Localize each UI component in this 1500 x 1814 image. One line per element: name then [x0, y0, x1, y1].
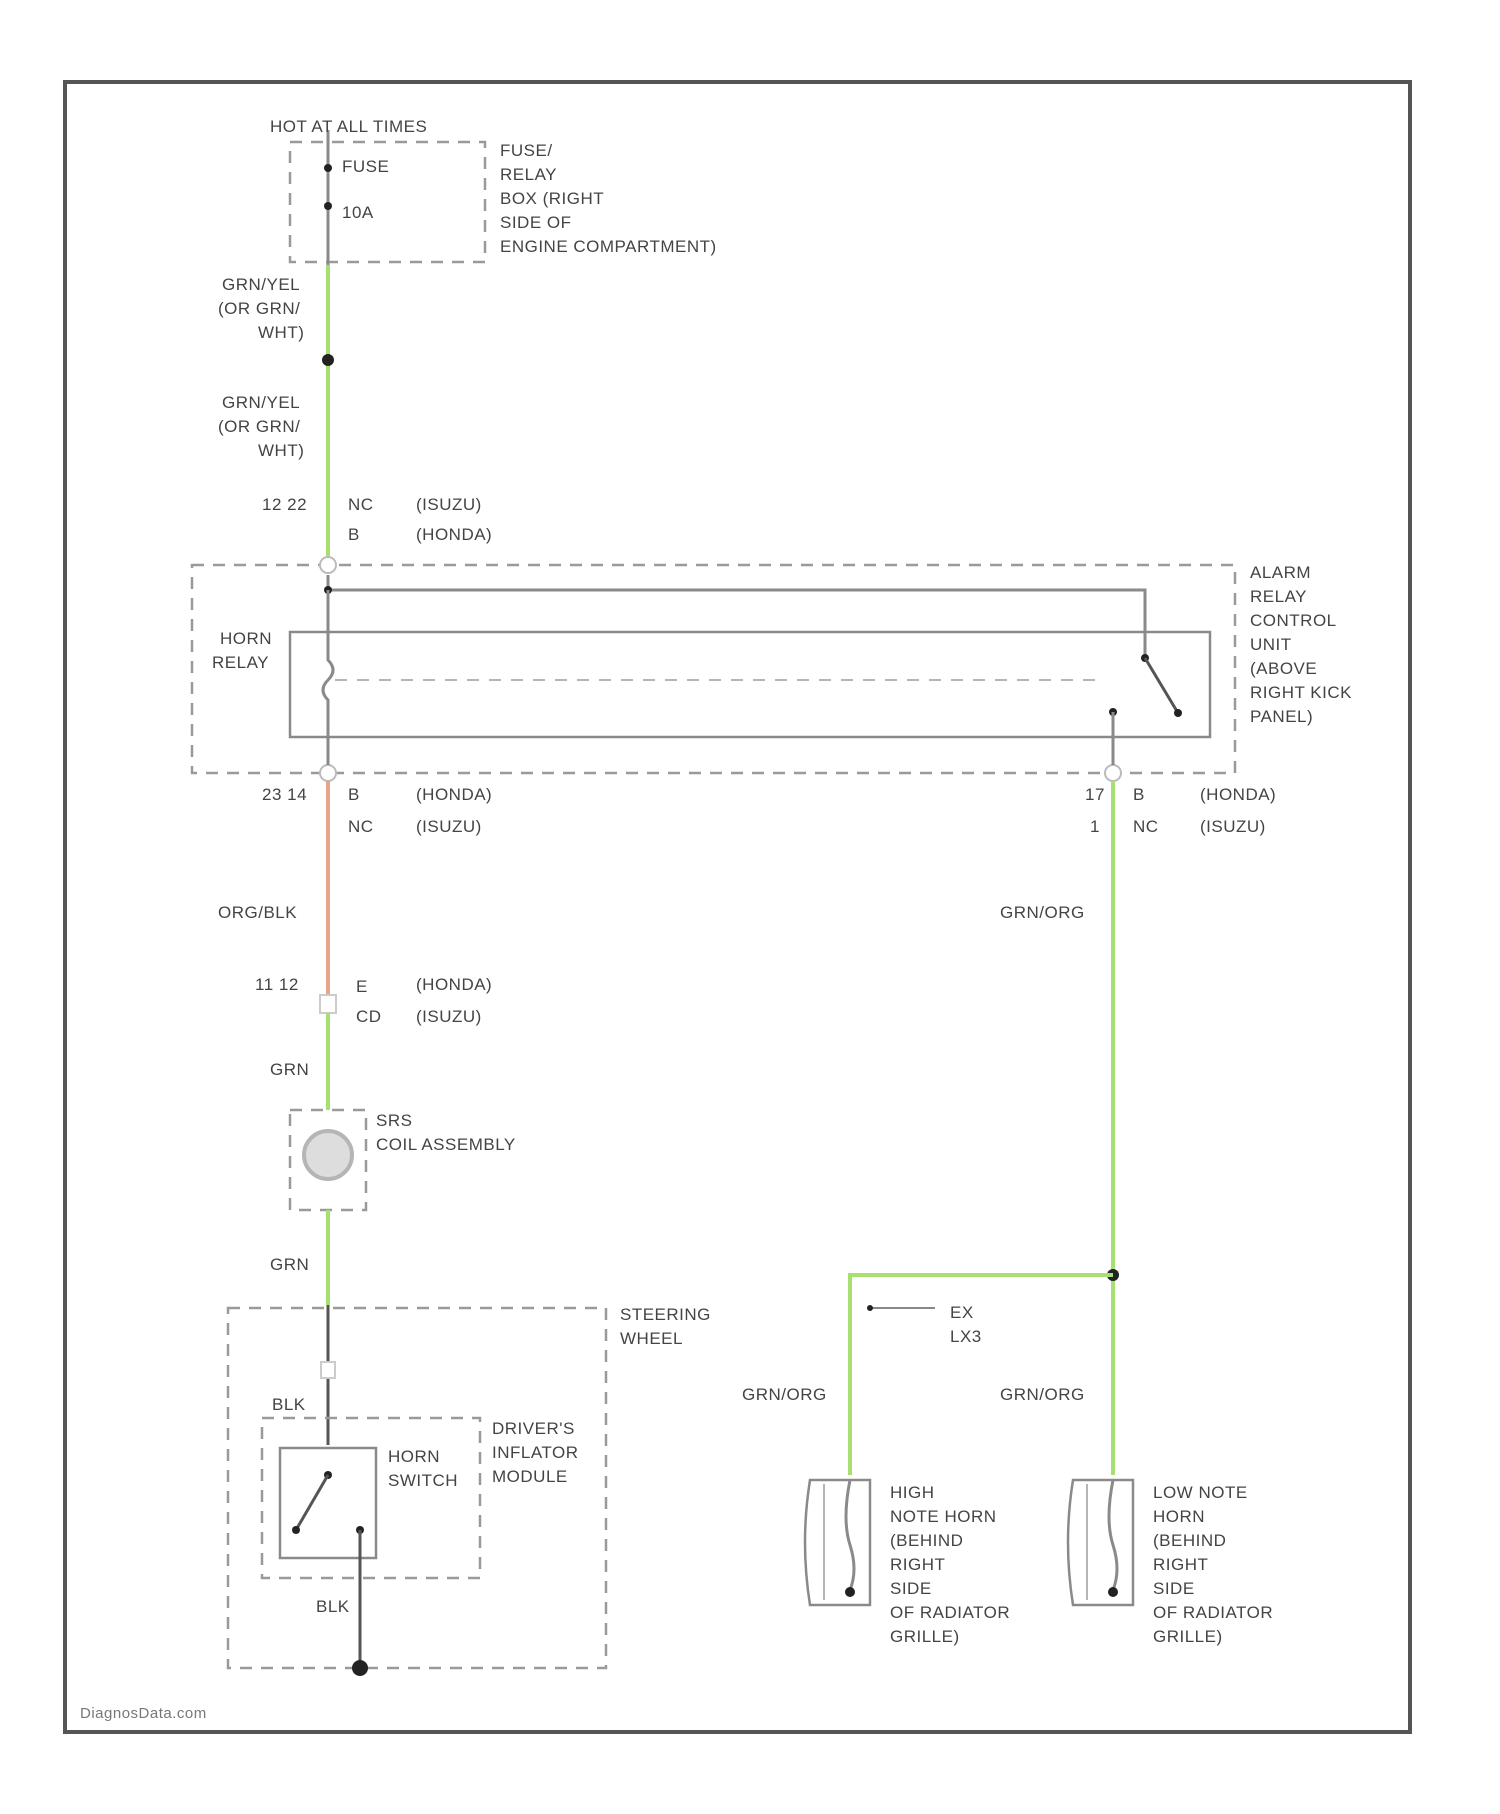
splice-dot-upper	[322, 354, 334, 366]
conn-top-make-2: (HONDA)	[416, 525, 492, 544]
low-note-horn-lead	[1109, 1480, 1117, 1590]
conn-right-id-2: NC	[1133, 817, 1159, 836]
inflator-module-outline	[262, 1418, 480, 1578]
connector-steering	[321, 1362, 335, 1378]
connector-bottom-left	[320, 765, 336, 781]
fuse-rating-label: 10A	[342, 203, 374, 222]
conn-top-make-1: (ISUZU)	[416, 495, 482, 514]
credit-watermark: DiagnosData.com	[80, 1705, 207, 1722]
wire-label-grn-yel-2: GRN/YEL (OR GRN/ WHT)	[218, 393, 306, 460]
high-note-horn-ground	[845, 1587, 855, 1597]
wire-label-grn-org-right: GRN/ORG	[1000, 1385, 1085, 1404]
conn-left-id-2: NC	[348, 817, 374, 836]
high-note-horn-lead	[846, 1480, 854, 1590]
splice-ref-arrow-head	[867, 1305, 873, 1311]
high-note-horn-icon	[805, 1480, 870, 1605]
connector-mid	[320, 995, 336, 1013]
wire-label-grn-2: GRN	[270, 1255, 309, 1274]
fuse-terminal-top	[324, 164, 332, 172]
ground-dot	[352, 1660, 368, 1676]
conn-top-id-2: B	[348, 525, 360, 544]
wire-label-grn-org-left: GRN/ORG	[742, 1385, 827, 1404]
wire-label-blk-1: BLK	[272, 1395, 306, 1414]
connector-top	[320, 557, 336, 573]
inflator-label: DRIVER'S INFLATOR MODULE	[492, 1419, 584, 1486]
conn-right-pin-1: 17	[1085, 785, 1105, 804]
conn-left-make-2: (ISUZU)	[416, 817, 482, 836]
wire-label-grn-org-top: GRN/ORG	[1000, 903, 1085, 922]
hot-at-all-label: HOT AT ALL TIMES	[270, 117, 427, 136]
wire-label-org-blk: ORG/BLK	[218, 903, 297, 922]
horn-switch-tip	[292, 1526, 300, 1534]
horn-relay-label: HORN RELAY	[212, 629, 277, 672]
low-note-horn-ground	[1108, 1587, 1118, 1597]
conn-mid-make-1: (HONDA)	[416, 975, 492, 994]
low-note-horn-icon	[1068, 1480, 1133, 1605]
fuse-name-label: FUSE	[342, 157, 389, 176]
conn-left-id-1: B	[348, 785, 360, 804]
alarm-unit-label: ALARM RELAY CONTROL UNIT (ABOVE RIGHT KI…	[1250, 563, 1357, 726]
fuse-box-label: FUSE/ RELAY BOX (RIGHT SIDE OF ENGINE CO…	[500, 141, 717, 256]
srs-coil-symbol	[304, 1131, 352, 1179]
wire-label-grn-yel-1: GRN/YEL (OR GRN/ WHT)	[218, 275, 306, 342]
relay-left-coil-lead	[323, 590, 333, 765]
low-note-horn-label: LOW NOTE HORN (BEHIND RIGHT SIDE OF RADI…	[1153, 1483, 1278, 1646]
fuse-terminal-bottom	[324, 202, 332, 210]
conn-left-pins: 23 14	[262, 785, 307, 804]
alarm-unit-outline	[192, 565, 1235, 773]
conn-mid-pins: 11 12	[255, 975, 299, 994]
srs-coil-label: SRS COIL ASSEMBLY	[376, 1111, 516, 1154]
high-note-horn-label: HIGH NOTE HORN (BEHIND RIGHT SIDE OF RAD…	[890, 1483, 1015, 1646]
wire-label-grn-1: GRN	[270, 1060, 309, 1079]
steering-wheel-label: STEERING WHEEL	[620, 1305, 716, 1348]
conn-right-make-1: (HONDA)	[1200, 785, 1276, 804]
conn-mid-id-1: E	[356, 977, 368, 996]
relay-internal-wire	[328, 575, 1145, 655]
conn-right-pin-2: 1	[1090, 817, 1100, 836]
conn-right-make-2: (ISUZU)	[1200, 817, 1266, 836]
splice-ref-label: EX LX3	[950, 1303, 982, 1346]
wire-label-blk-2: BLK	[316, 1597, 350, 1616]
wire-grn-org-branch	[850, 1275, 1113, 1475]
horn-switch-label: HORN SWITCH	[388, 1447, 458, 1490]
conn-top-pins: 12 22	[262, 495, 307, 514]
relay-contact-tip	[1174, 709, 1182, 717]
horn-switch-box	[280, 1448, 376, 1558]
conn-right-id-1: B	[1133, 785, 1145, 804]
conn-mid-make-2: (ISUZU)	[416, 1007, 482, 1026]
conn-mid-id-2: CD	[356, 1007, 382, 1026]
relay-switch-arm	[1145, 658, 1178, 713]
conn-left-make-1: (HONDA)	[416, 785, 492, 804]
horn-relay-box	[290, 632, 1210, 737]
horn-switch-arm	[296, 1475, 328, 1530]
conn-top-id-1: NC	[348, 495, 374, 514]
connector-bottom-right	[1105, 765, 1121, 781]
